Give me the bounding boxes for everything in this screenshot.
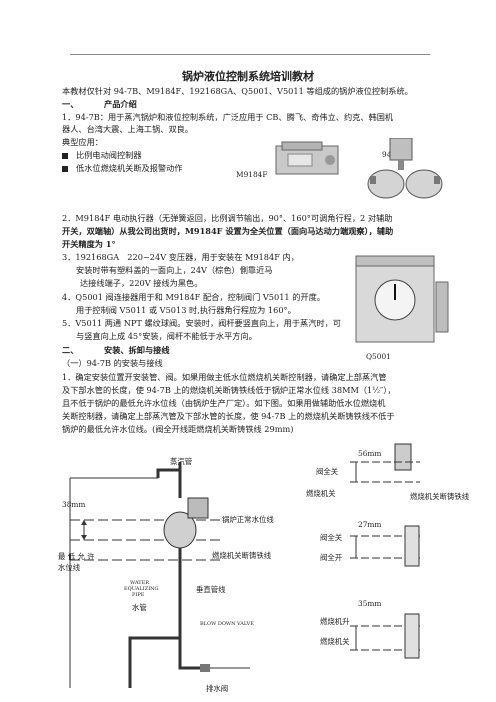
section2-subheading: （一）94-7B 的安装与接线 [62, 358, 163, 368]
valve-closed-label-2: 阀全关 [320, 533, 343, 542]
bullet-item-1: 比例电动阀控制器 [62, 150, 142, 161]
install-line4: 关断控制器，请确定上部蒸汽管及下部水管的长度，使 94-7B 上的燃烧机关断铸铁… [62, 411, 395, 421]
dim-38mm-label: 38mm [62, 500, 86, 509]
header-rule [70, 54, 430, 55]
steam-pipe-label: 蒸汽管 [170, 457, 193, 466]
install-line3: 且不低于锅炉的最低允许水位线（由锅炉生产厂定）。如下图。如果用做辅助低水位燃烧机 [62, 398, 386, 408]
cutoff-line-label: 燃烧机关断铸铁线 [212, 551, 272, 560]
min-level-label-line2: 水位线 [58, 563, 81, 572]
item2-line3: 开关精度为 1° [62, 239, 116, 249]
water-pipe-label: 水管 [132, 603, 147, 612]
section2-heading: 安装、拆卸与接线 [104, 345, 170, 355]
947b-controller-image [367, 138, 443, 199]
valve-diagram-middle [350, 525, 420, 567]
valve-diagram-bottom [350, 613, 420, 659]
water-eq-label-2: EQUALIZING [124, 586, 159, 592]
item1-line2: 器人、台湾大震、上海工锅、双良。 [62, 124, 194, 134]
drain-valve-label: 排水阀 [206, 684, 229, 693]
page-title: 锅炉液位控制系统培训教材 [182, 70, 314, 83]
water-eq-label-1: WATER [130, 580, 149, 586]
typical-apps-label: 典型应用： [62, 137, 103, 147]
vertical-pipe-label: 垂直管线 [196, 585, 226, 594]
intro-text: 本教材仅针对 94-7B、M9184F、192168GA、Q5001、V5011… [62, 86, 413, 96]
section1-number: 一、 [62, 99, 79, 109]
section1-heading: 产品介绍 [104, 99, 137, 109]
item5-line1: 5．V5011 两通 NPT 螺纹球阀。安装时，阀杆要竖直向上，用于蒸汽时，可 [62, 318, 341, 328]
section2-number: 二、 [62, 345, 79, 355]
item5-line2: 与竖直向上成 45°安装，阀杆不能低于水平方向。 [76, 331, 257, 341]
min-level-label-line1: 最 低 允 许 [58, 552, 95, 561]
bullet-item-2: 低水位燃烧机关断及报警动作 [62, 163, 182, 174]
bullet-text: 低水位燃烧机关断及报警动作 [76, 163, 183, 173]
install-line2: 及下部水管的长度，使 94-7B 上的燃烧机关断铸铁线低于锅炉正常水位线 38M… [62, 385, 396, 395]
burner-off-label-2: 燃烧机关 [320, 637, 350, 646]
item2-line2: 开关，双端轴）从我公司出货时，M9184F 设置为全关位置（面向马达动力端观察）… [62, 226, 394, 236]
item4-line1: 4．Q5001 阀连接器用于和 M9184F 配合，控制阀门 V5011 的开度… [62, 292, 325, 302]
installation-diagram [69, 443, 420, 688]
item3-line2: 安装时带有塑料盖的一面向上，24V（棕色）側靠近马 [76, 265, 273, 275]
bullet-text: 比例电动阀控制器 [76, 150, 142, 160]
normal-water-level-label: 锅炉正常水位线 [222, 515, 274, 524]
valve-closed-label: 阀全关 [316, 467, 339, 476]
burner-off-label: 燃烧机关 [306, 489, 336, 498]
dim-35mm-label: 35mm [358, 599, 382, 608]
blowdown-valve-label: BLOW DOWN VALVE [200, 621, 254, 627]
dim-56mm-label: 56mm [358, 449, 382, 458]
item4-line2: 用于控制阀 V5011 或 V5013 时,执行器角行程应为 160°。 [76, 305, 296, 315]
water-eq-label-3: PIPE [132, 592, 145, 598]
bullet-icon [62, 153, 68, 159]
valve-open-label: 阀全开 [320, 553, 343, 562]
burner-up-label: 燃烧机升 [320, 617, 350, 626]
install-line1: 1．确定安装位置开安装管、阀。如果用做主低水位燃烧机关断控制器，请确定上部蒸汽管 [62, 372, 387, 382]
item3-line3: 达接线端子，220V 接线为黑色。 [80, 278, 203, 288]
install-line5: 锅炉的最低允许水位线。(阀全开线距燃烧机关断铸铁线 29mm) [62, 424, 294, 434]
item3-line1: 3．192168GA 220~24V 变压器，用于安装在 M9184F 内， [62, 252, 299, 262]
dim-27mm-label: 27mm [358, 520, 382, 529]
m9184f-actuator-image [275, 141, 339, 175]
item2-line1: 2．M9184F 电动执行器（无弹簧返回，比例调节输出，90°、160°可调角行… [62, 213, 393, 223]
q5001-label: Q5001 [366, 352, 391, 361]
q5001-connector-image [355, 255, 449, 343]
bullet-icon [62, 166, 68, 172]
item1-line1: 1．94-7B：用于蒸汽锅炉和液位控制系统，广泛应用于 CB、腾飞、奇伟立、约克… [62, 112, 394, 122]
valve-diagram-top [350, 443, 420, 483]
cutoff-cast-label: 燃烧机关断铸铁线 [410, 492, 470, 501]
m9184f-label: M9184F [236, 170, 268, 179]
